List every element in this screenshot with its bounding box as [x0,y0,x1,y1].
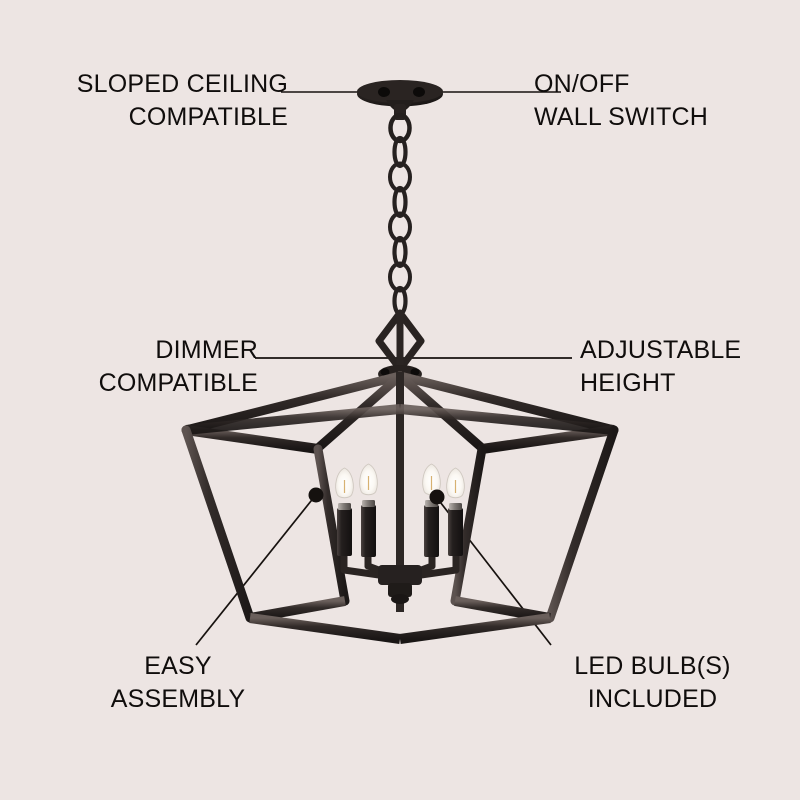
post-back-left [313,444,350,606]
callout-on-off-wall-switch: ON/OFF WALL SWITCH [534,70,708,131]
callout-led-bulbs-included: LED BULB(S) INCLUDED [574,652,731,713]
canopy-loop [388,112,412,144]
candle-bulb-3 [422,463,441,557]
callout-dimmer-compatible: DIMMER COMPATIBLE [98,336,258,397]
suspension-chain [388,135,412,317]
post-front-right [545,425,619,623]
candle-bulb-1 [335,467,354,556]
candle-cluster-hub [378,565,422,604]
callout-easy-assembly: EASY ASSEMBLY [110,652,246,713]
dot-easy-assembly [308,487,324,503]
candle-bulbs-group [335,463,465,557]
canopy-screw-right [413,87,425,97]
callout-adjustable-height: ADJUSTABLE HEIGHT [580,336,742,397]
candle-bulb-2 [359,463,378,557]
cage-top-frame [185,404,615,454]
leader-line-easy-assembly [195,495,316,646]
ceiling-canopy [357,80,443,120]
candle-bulb-4 [446,467,465,556]
cage-corner-posts [181,425,619,623]
dot-led-bulbs [429,489,445,505]
post-front-left [181,425,255,623]
callout-sloped-ceiling-compatible: SLOPED CEILING COMPATIBLE [76,70,288,131]
canopy-screw-left [378,87,390,97]
post-back-right [450,444,487,606]
diamond-finial-ornament [375,309,425,373]
cage-roof-center-post [396,372,404,612]
callout-dots [308,487,445,505]
